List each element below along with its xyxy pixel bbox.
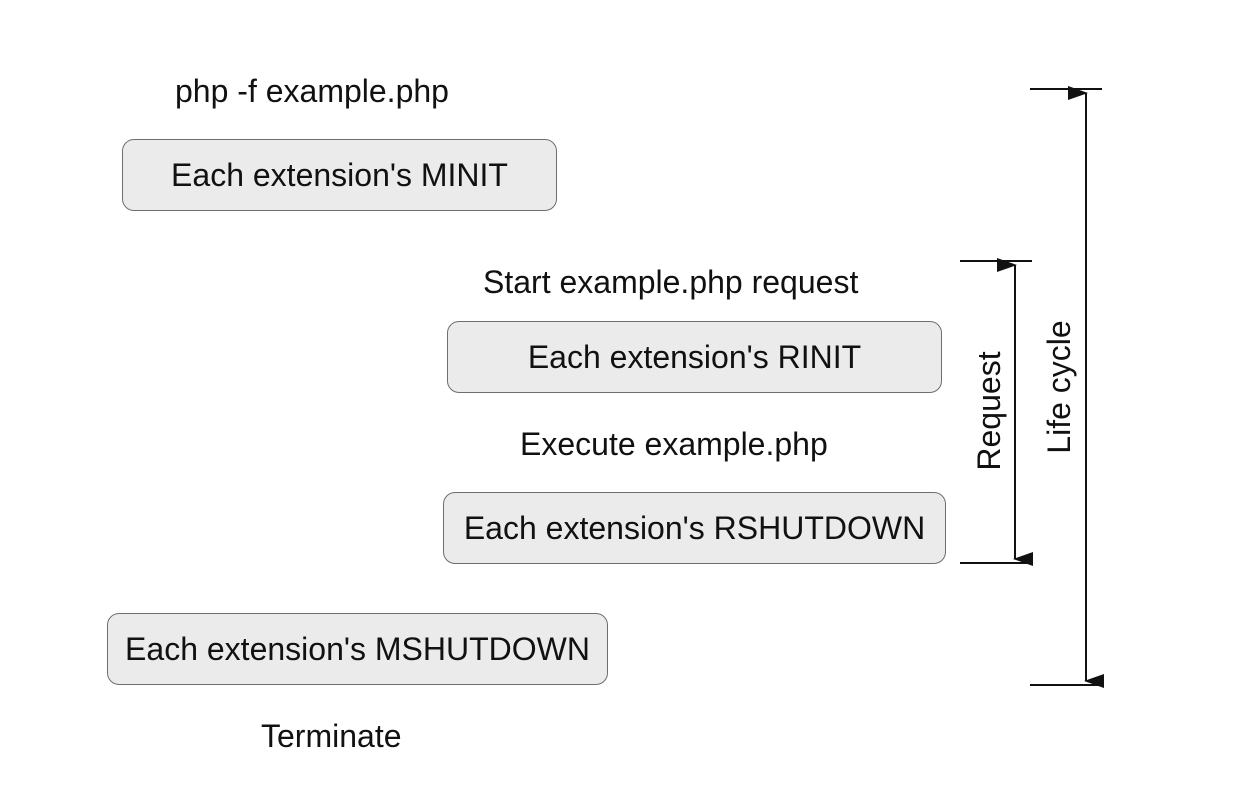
request-bracket: Request <box>960 258 1033 566</box>
execute-label: Execute example.php <box>520 426 828 462</box>
rshutdown-label: Each extension's RSHUTDOWN <box>463 510 926 546</box>
request-label: Request <box>971 351 1007 470</box>
rinit-box: Each extension's RINIT <box>447 321 942 393</box>
lifecycle-bracket: Life cycle <box>1030 86 1104 688</box>
rinit-label: Each extension's RINIT <box>527 339 862 375</box>
terminate-label: Terminate <box>261 718 402 754</box>
rshutdown-box: Each extension's RSHUTDOWN <box>443 492 946 564</box>
mshutdown-label: Each extension's MSHUTDOWN <box>125 631 590 667</box>
minit-label: Each extension's MINIT <box>171 157 508 193</box>
mshutdown-box: Each extension's MSHUTDOWN <box>107 613 608 685</box>
start-request-label: Start example.php request <box>483 264 859 300</box>
command-label: php -f example.php <box>175 73 449 109</box>
minit-box: Each extension's MINIT <box>122 139 557 211</box>
lifecycle-label: Life cycle <box>1041 320 1077 453</box>
